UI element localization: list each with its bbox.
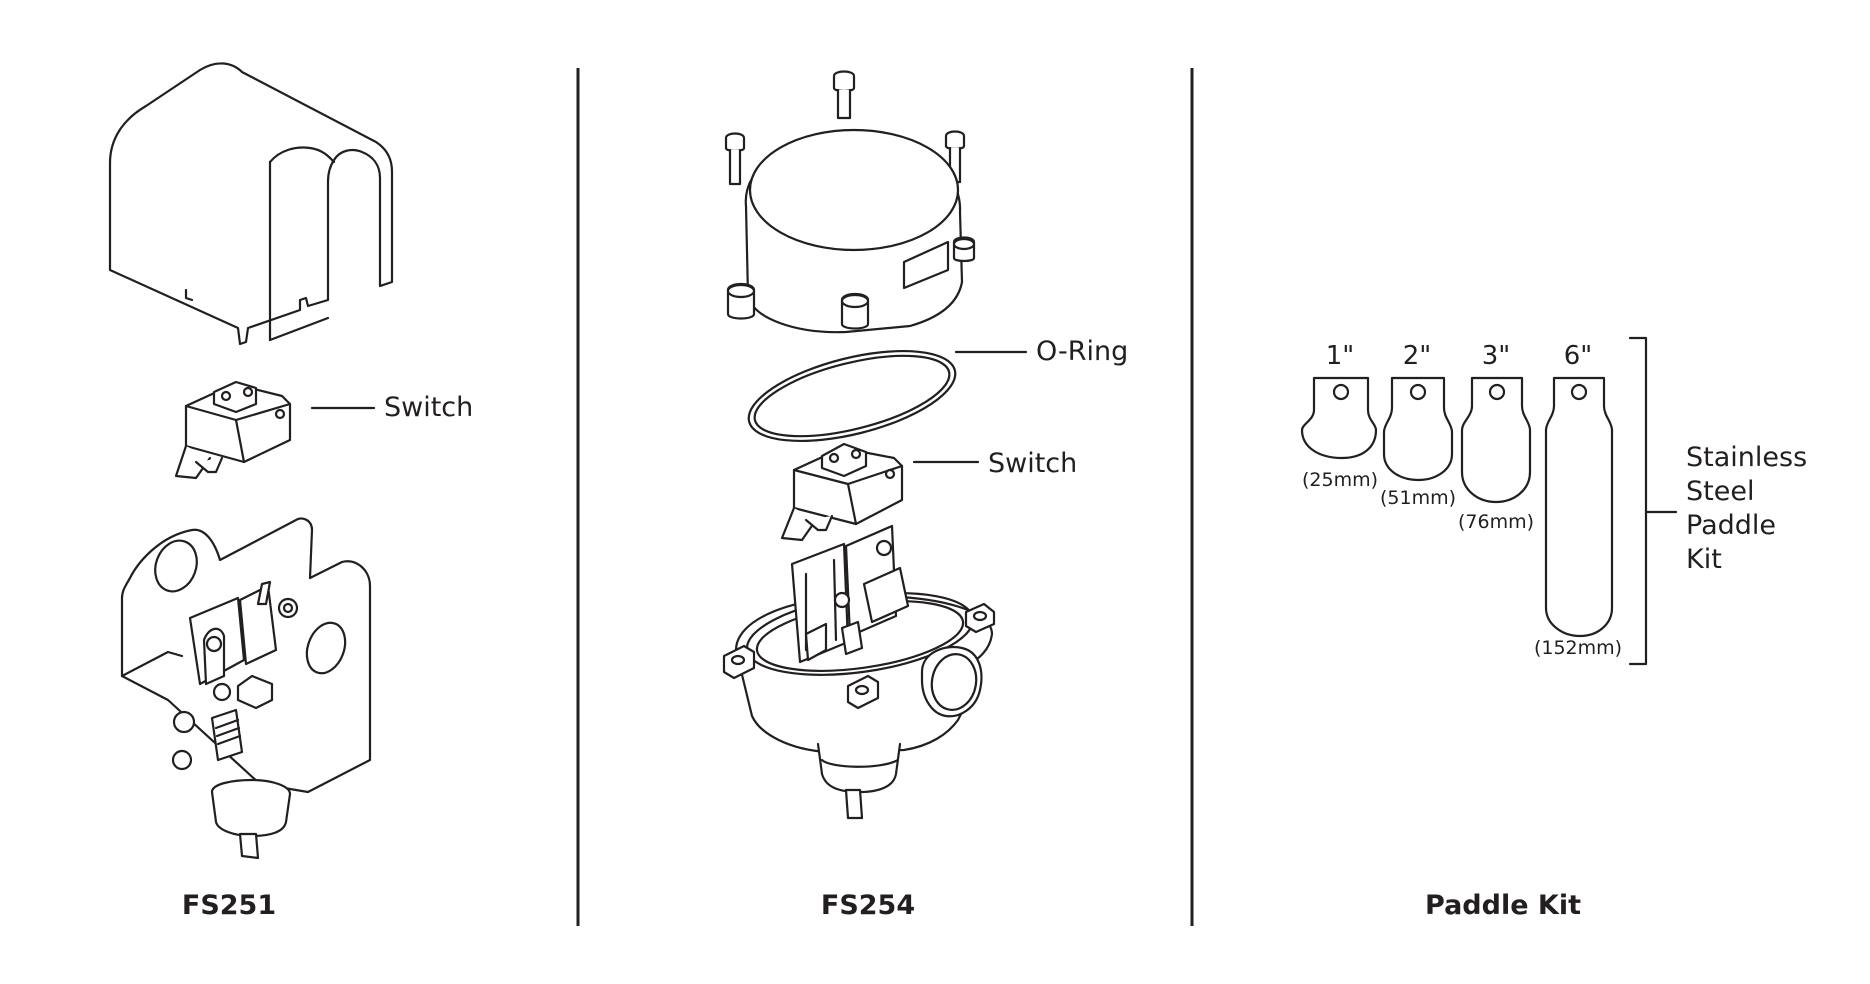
paddle-3in-size: 3" (1482, 341, 1511, 371)
fs251-body (120, 517, 372, 860)
paddle-6in: 6" (152mm) (1534, 341, 1622, 659)
paddle-1in-size: 1" (1326, 341, 1355, 371)
paddle-kit-label-line3: Paddle (1686, 510, 1776, 541)
fs254-switch-label: Switch (988, 448, 1077, 479)
paddle-2in-metric: (51mm) (1380, 487, 1456, 509)
fs254-base (722, 524, 996, 820)
fs251-panel: Switch FS251 (108, 62, 473, 921)
paddle-1in-metric: (25mm) (1302, 469, 1378, 491)
paddle-kit-title: Paddle Kit (1425, 890, 1581, 921)
paddle-2in: 2" (51mm) (1380, 341, 1456, 509)
paddle-2in-size: 2" (1403, 341, 1432, 371)
fs251-title: FS251 (182, 890, 276, 921)
paddle-3in: 3" (76mm) (1458, 341, 1534, 533)
paddle-kit-panel: 1" (25mm) 2" (51mm) 3" (76mm) 6" (152mm) (1300, 336, 1807, 921)
fs254-switch (780, 442, 980, 542)
paddle-1in: 1" (25mm) (1300, 341, 1378, 491)
fs254-cover (726, 128, 976, 334)
fs251-cover (108, 62, 394, 346)
paddle-3in-metric: (76mm) (1458, 511, 1534, 533)
fs254-o-ring (747, 349, 1028, 443)
paddle-6in-metric: (152mm) (1534, 637, 1622, 659)
paddle-kit-label-line1: Stainless (1686, 442, 1807, 473)
paddle-kit-label-line2: Steel (1686, 476, 1754, 507)
fs251-switch (174, 380, 376, 480)
fs251-switch-label: Switch (384, 392, 473, 423)
paddle-6in-size: 6" (1564, 341, 1593, 371)
fs254-title: FS254 (821, 890, 915, 921)
paddle-kit-label-line4: Kit (1686, 544, 1722, 575)
fs254-o-ring-label: O-Ring (1036, 336, 1128, 367)
fs254-panel: O-Ring Switch (722, 70, 1128, 921)
paddle-kit-bracket (1628, 336, 1678, 666)
